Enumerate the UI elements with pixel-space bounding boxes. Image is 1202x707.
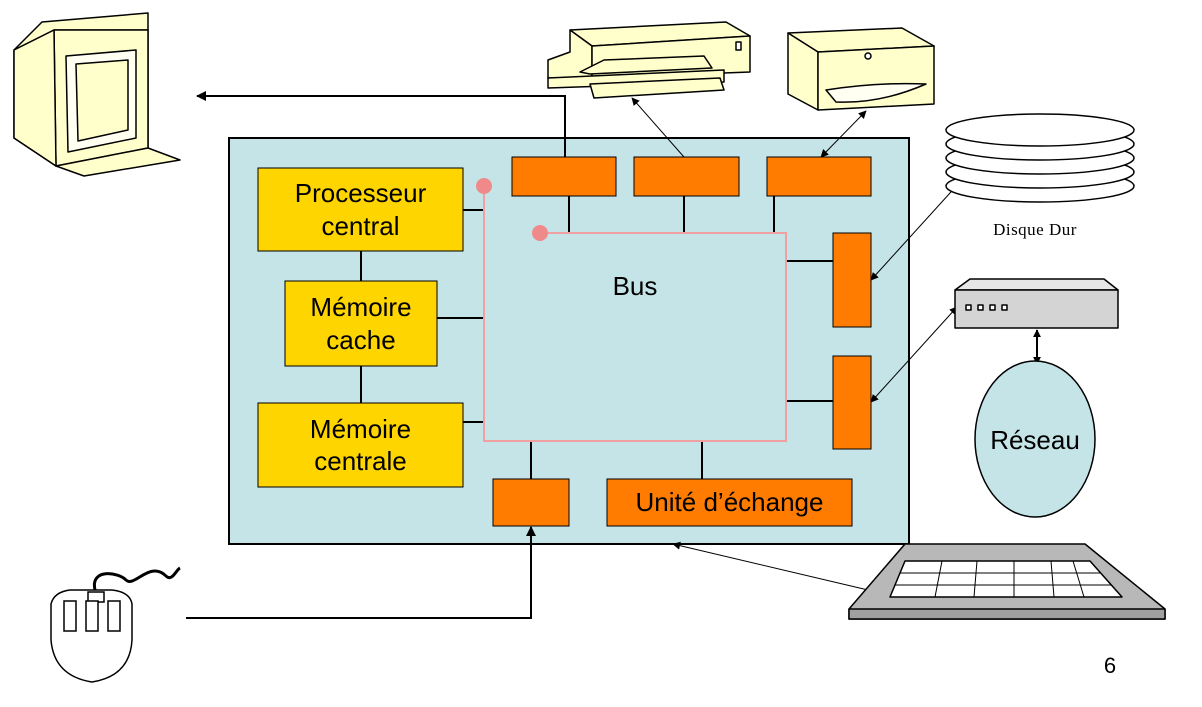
bus-endpoint-dot	[476, 178, 492, 194]
keyboard-icon	[848, 543, 1166, 620]
bus-endpoint-dot	[532, 225, 548, 241]
cd-drive-icon	[787, 27, 935, 111]
exchange-unit-box	[606, 478, 853, 527]
bus	[476, 178, 787, 442]
network-port	[832, 355, 872, 450]
hard-disk-icon	[945, 113, 1135, 203]
network-node	[974, 360, 1096, 518]
printer-icon	[547, 21, 751, 99]
internal-links	[360, 196, 833, 479]
main-memory-box	[257, 402, 464, 488]
processor-box	[257, 167, 464, 252]
mouse-icon	[50, 566, 181, 683]
cd-drive-port	[766, 156, 872, 197]
cache-box	[284, 280, 438, 367]
monitor-icon	[13, 12, 181, 177]
modem-icon	[954, 278, 1119, 329]
external-links	[186, 91, 1041, 619]
hard-disk-port	[832, 232, 872, 328]
display-port	[511, 156, 617, 197]
mouse-port	[492, 478, 570, 527]
printer-port	[633, 156, 740, 197]
